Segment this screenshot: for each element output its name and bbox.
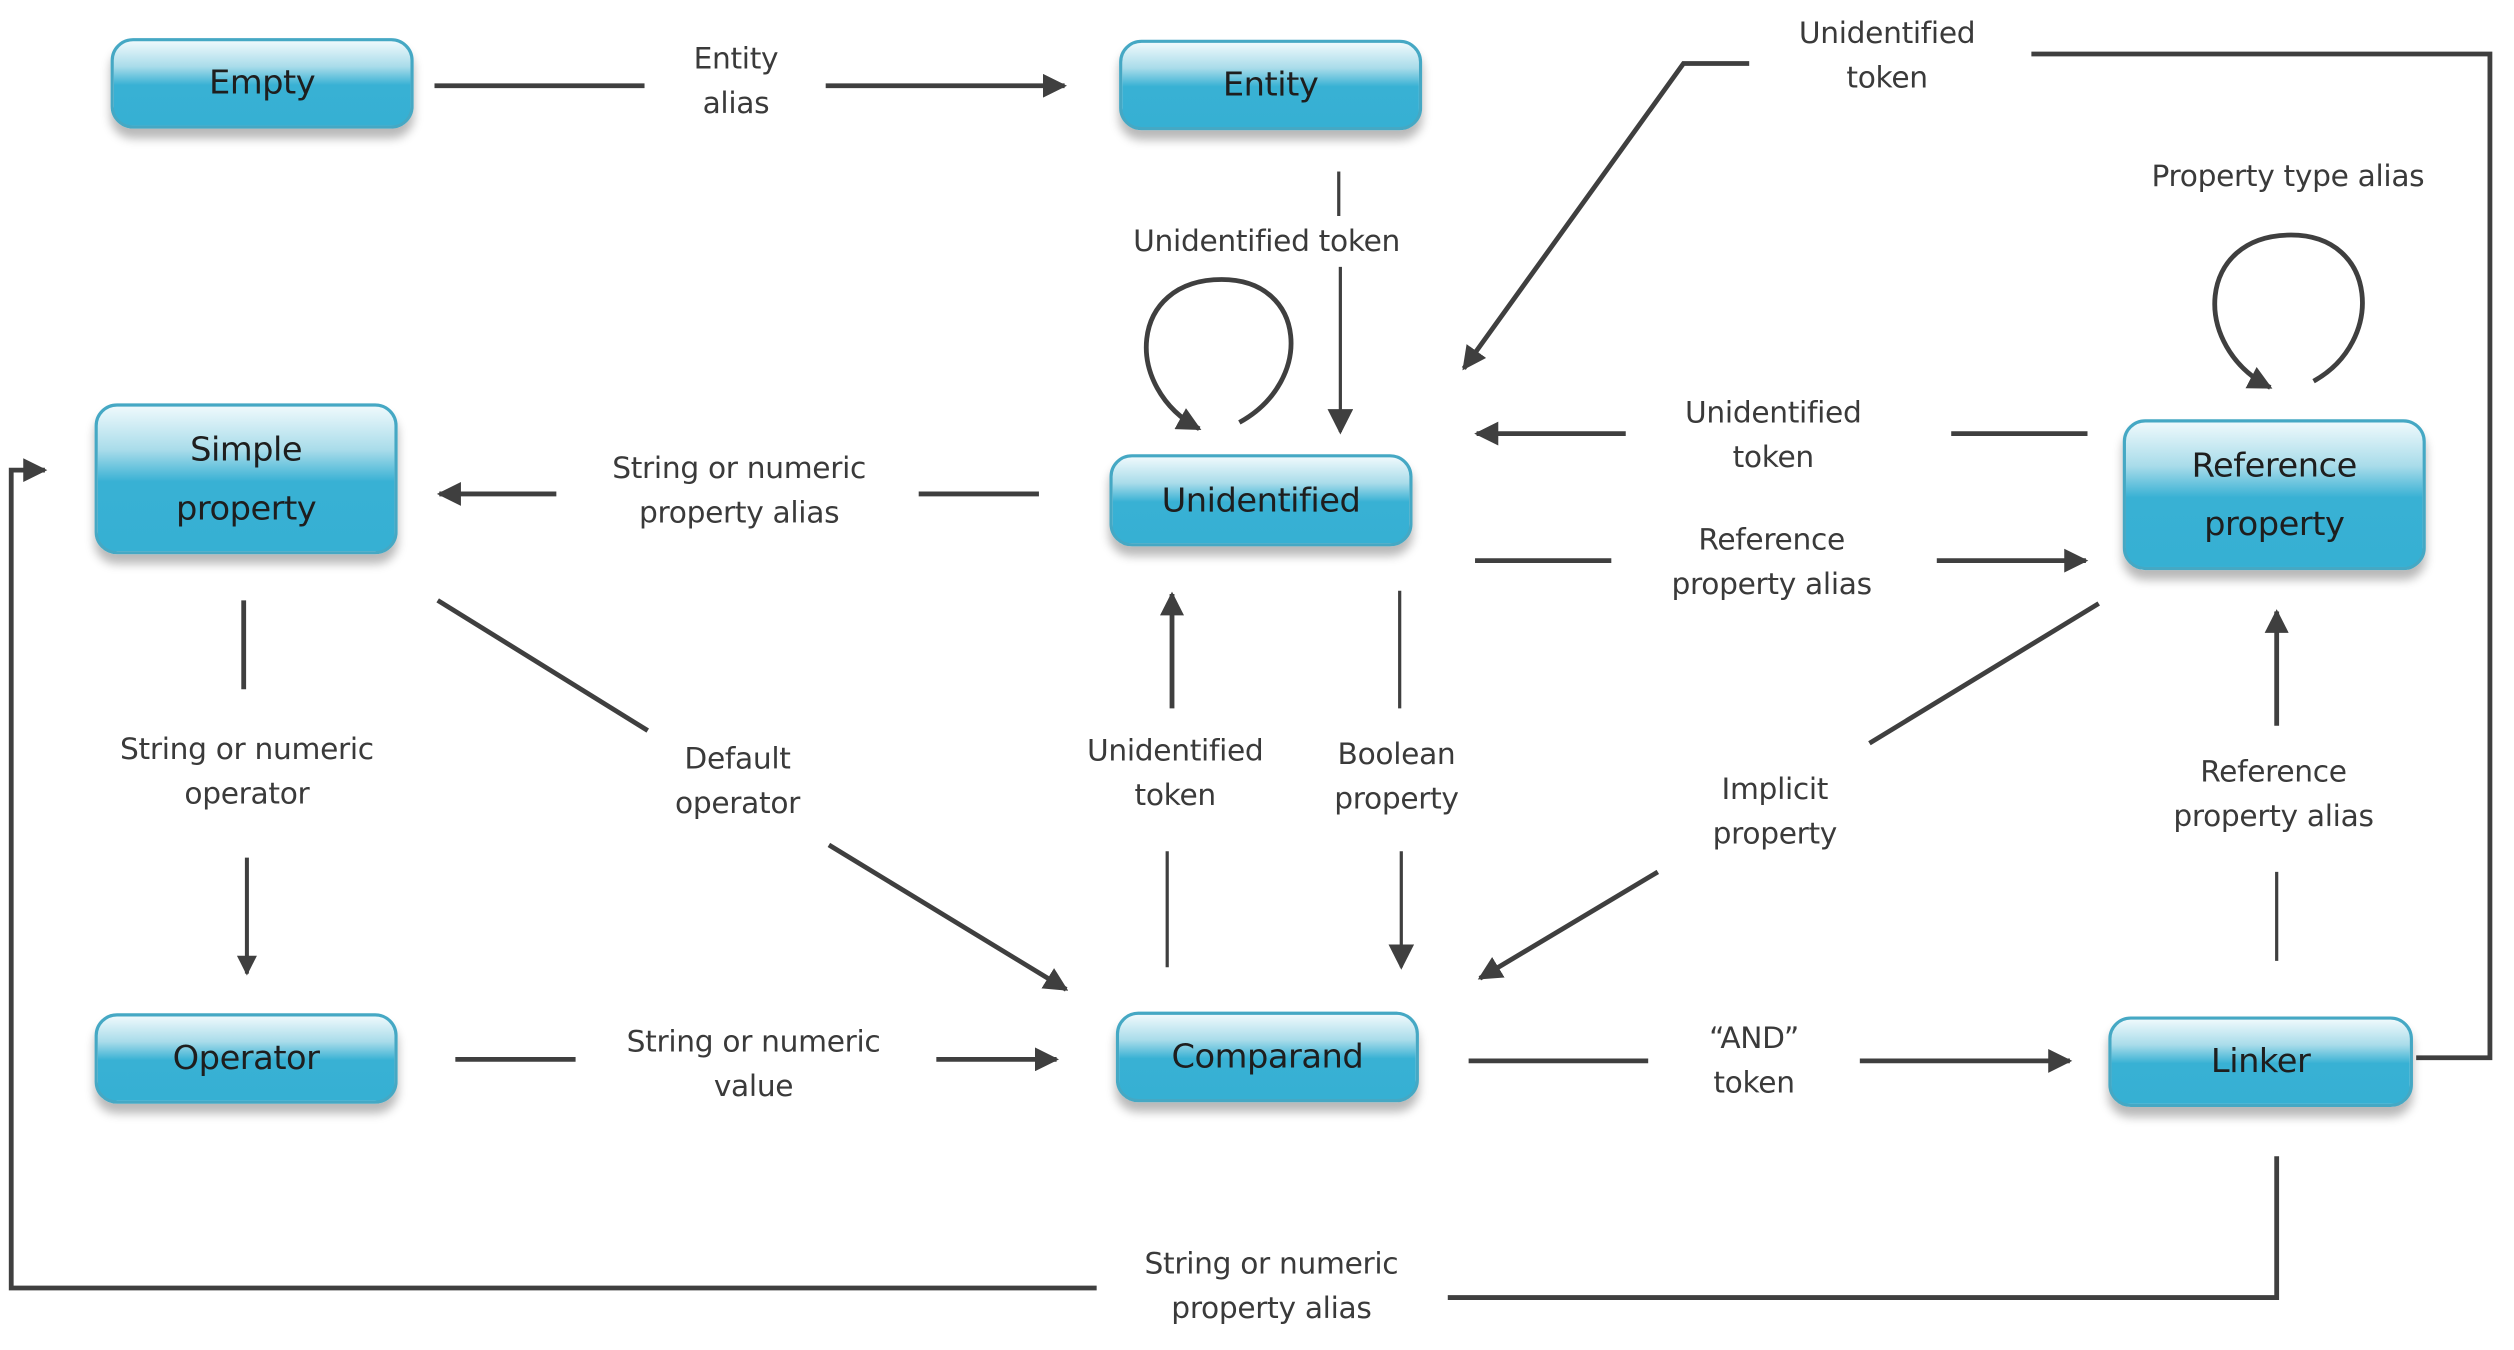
label-comparand-to-linker: “AND” token — [1709, 1022, 1799, 1101]
node-reference-property-label: Reference property — [2191, 445, 2358, 543]
edge-linker-unidentified-route — [2031, 51, 2493, 1061]
label-refprop-to-unidentified: Unidentified token — [1685, 397, 1862, 475]
label-entity-to-unidentified: Unidentified token — [1133, 225, 1401, 259]
node-unidentified-label: Unidentified — [1161, 480, 1361, 519]
node-entity-label: Entity — [1222, 65, 1319, 104]
edge-linker-unidentified-head — [1461, 61, 1750, 371]
node-reference-property: Reference property — [2122, 419, 2426, 571]
edge-simple-comparand-head — [827, 842, 1069, 992]
edge-linker-simple-head — [8, 458, 1097, 1291]
label-comparand-to-unidentified: Unidentified token — [1087, 735, 1264, 814]
edge-refprop-comparand-tail — [1868, 601, 2100, 746]
label-operator-to-comparand: String or numeric value — [626, 1025, 881, 1104]
node-simple-property: Simple property — [94, 403, 398, 555]
edge-unidentified-self-loop — [1143, 277, 1294, 431]
label-linker-to-unidentified: Unidentified token — [1798, 17, 1976, 96]
edge-refprop-self-loop — [2212, 232, 2365, 390]
node-simple-property-label: Simple property — [175, 429, 317, 527]
label-unidentified-to-refprop: Reference property alias — [1671, 524, 1873, 602]
label-simple-to-comparand: Default operator — [675, 743, 801, 822]
label-empty-to-entity: Entity alias — [693, 42, 779, 121]
node-comparand-label: Comparand — [1171, 1037, 1364, 1076]
label-refprop-self: Property type alias — [2151, 160, 2425, 194]
node-comparand: Comparand — [1115, 1011, 1419, 1103]
label-unidentified-to-simple: String or numeric property alias — [612, 452, 867, 531]
edge-linker-simple-route — [1447, 1156, 2280, 1300]
edge-simple-comparand-tail — [436, 598, 650, 733]
node-entity: Entity — [1119, 39, 1423, 131]
label-unidentified-to-comparand: Boolean property — [1334, 738, 1459, 817]
label-linker-to-refprop: Reference property alias — [2173, 755, 2374, 834]
node-operator: Operator — [94, 1013, 398, 1104]
node-linker: Linker — [2108, 1016, 2413, 1107]
label-simple-to-operator: String or numeric operator — [120, 733, 374, 812]
node-empty-label: Empty — [209, 63, 316, 102]
node-empty: Empty — [110, 38, 414, 129]
edge-refprop-comparand-head — [1477, 869, 1660, 981]
label-refprop-to-comparand: Implicit property — [1712, 773, 1838, 852]
node-linker-label: Linker — [2210, 1041, 2311, 1080]
node-operator-label: Operator — [172, 1038, 320, 1077]
label-linker-to-simple: String or numeric property alias — [1144, 1248, 1399, 1327]
node-unidentified: Unidentified — [1109, 454, 1413, 547]
